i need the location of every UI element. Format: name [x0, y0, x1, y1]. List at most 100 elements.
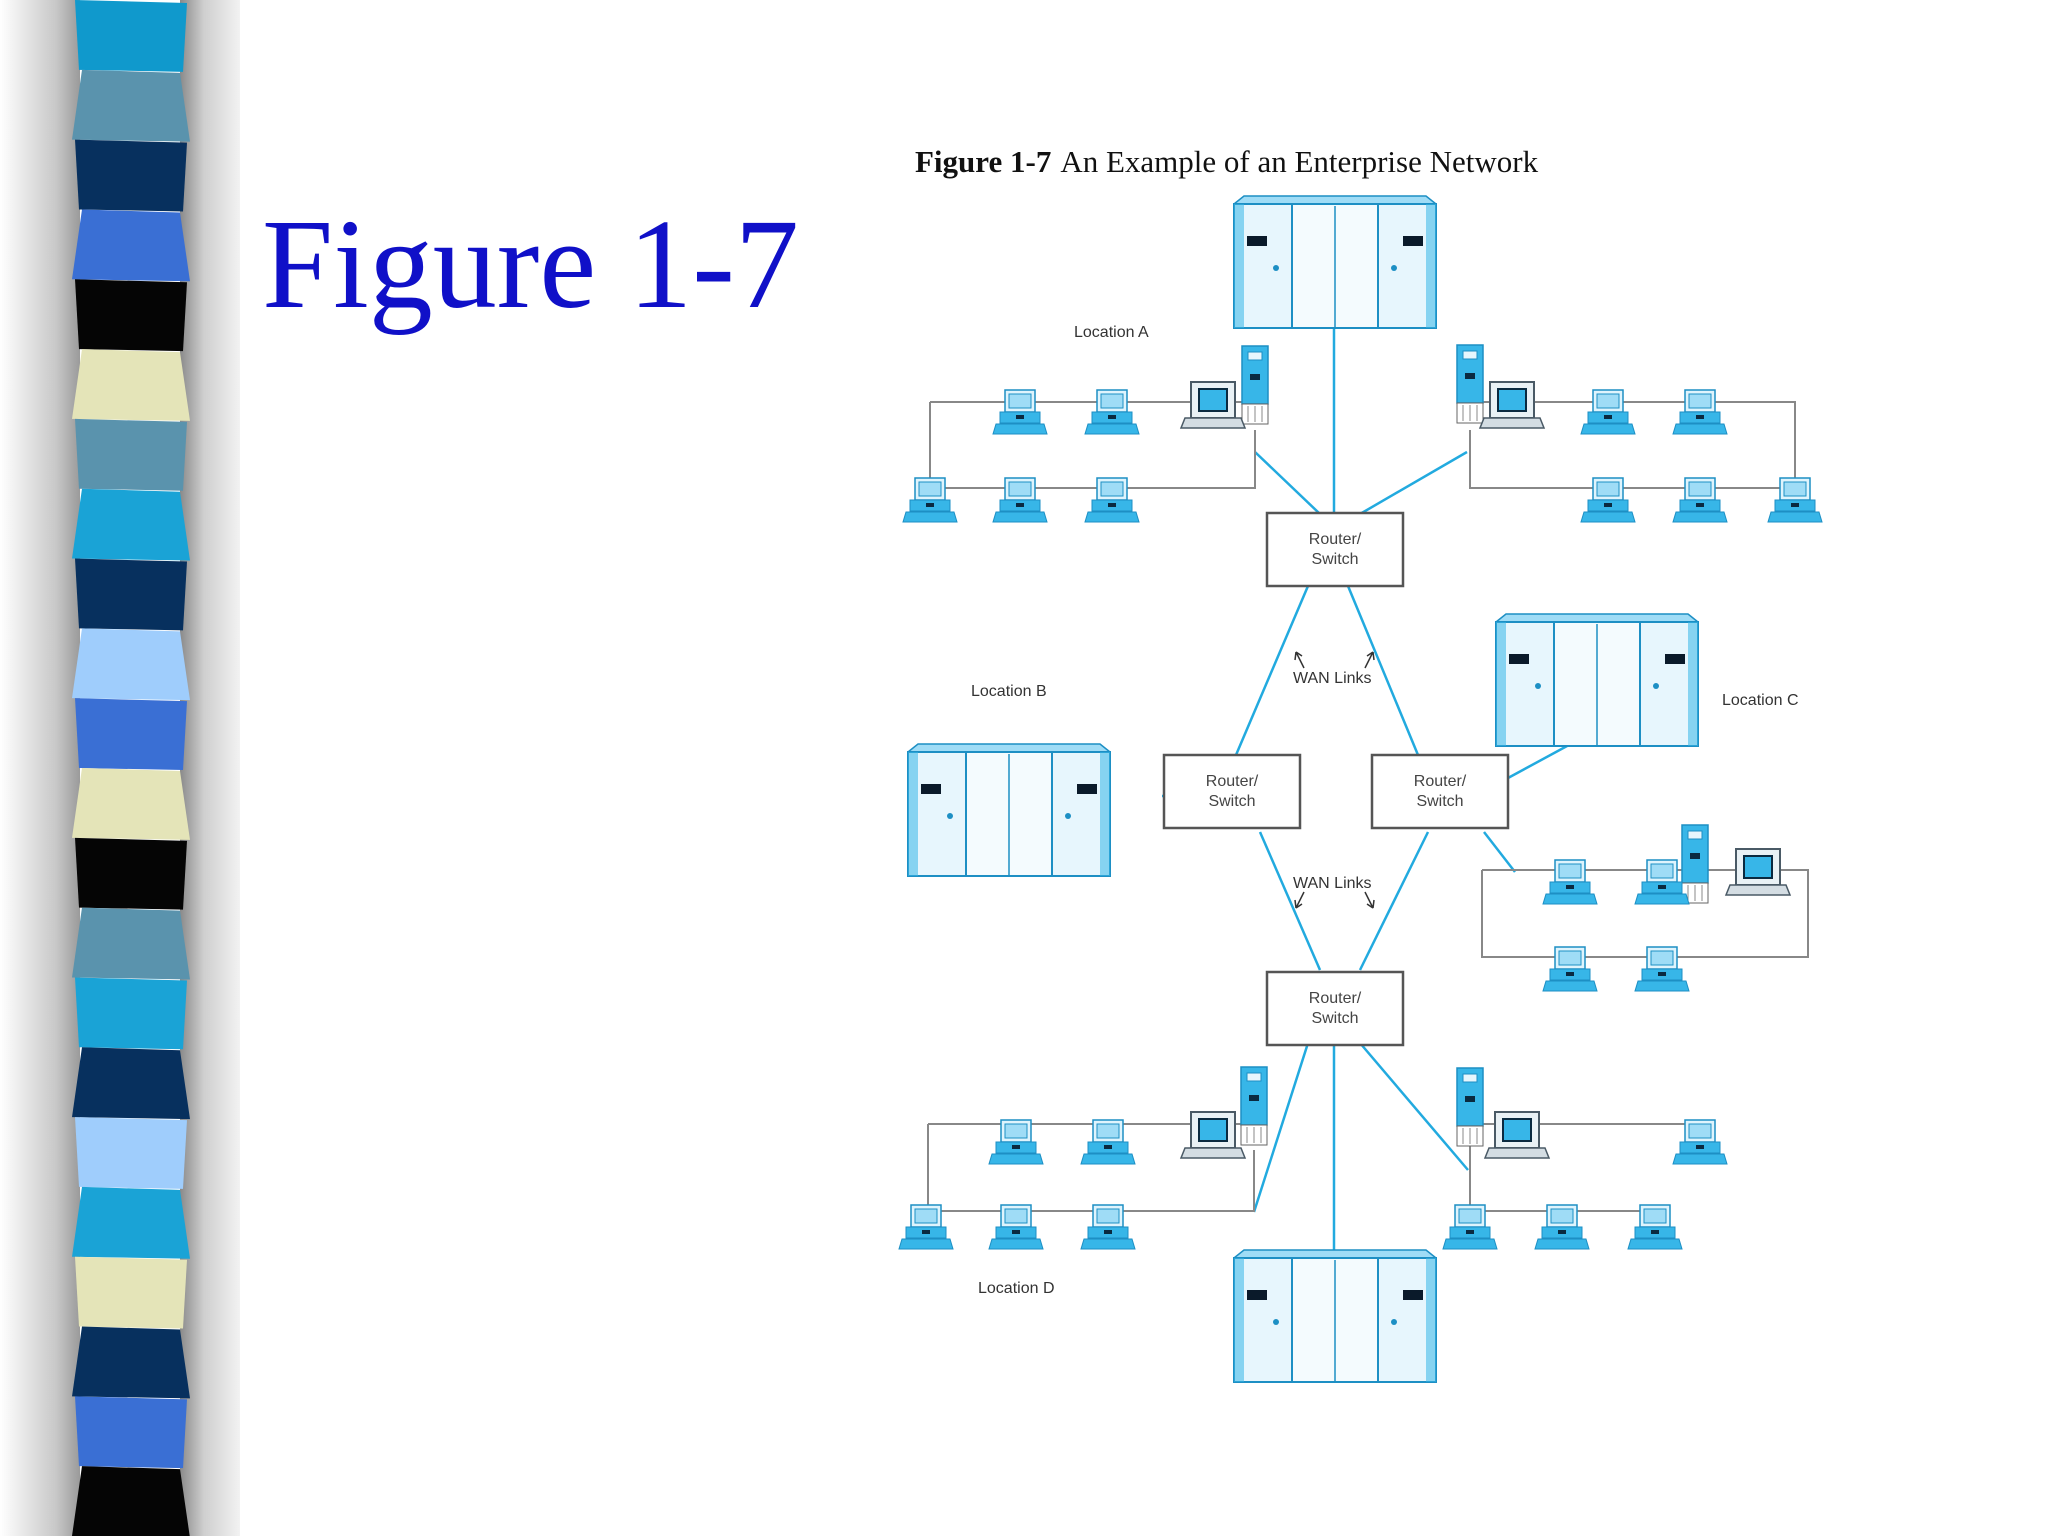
- decorative-sidebar-stripes: [0, 0, 240, 1536]
- router-box: [1162, 753, 1302, 830]
- wan-link-line: [1252, 1042, 1310, 1213]
- workstation-icon: [1084, 477, 1140, 523]
- mainframe-icon: [1495, 613, 1699, 747]
- sidebar-stripe: [72, 1186, 190, 1259]
- workstation-icon: [1580, 389, 1636, 435]
- router-label-line1: Router/: [1309, 990, 1362, 1007]
- terminal-icon: [1478, 381, 1546, 429]
- location-b-label: Location B: [971, 683, 1047, 700]
- wan-link-line: [1234, 585, 1310, 756]
- sidebar-stripe: [75, 279, 187, 352]
- terminal-icon: [1724, 848, 1792, 896]
- router-label-line1: Router/: [1414, 773, 1467, 790]
- sidebar-stripe: [72, 628, 190, 701]
- slide-title: Figure 1-7: [262, 193, 799, 335]
- terminal-icon: [1483, 1111, 1551, 1159]
- server-tower-icon: [1681, 824, 1709, 904]
- figure-caption-number: Figure 1-7: [915, 144, 1051, 179]
- workstation-icon: [988, 1204, 1044, 1250]
- router-box: [1265, 970, 1405, 1047]
- server-tower-icon: [1241, 345, 1269, 425]
- location-d-label: Location D: [978, 1280, 1055, 1297]
- router-box: [1265, 511, 1405, 588]
- wan-link-line: [1358, 831, 1430, 971]
- workstation-icon: [1542, 946, 1598, 992]
- workstation-icon: [1534, 1204, 1590, 1250]
- workstation-icon: [1634, 946, 1690, 992]
- router-label-line2: Switch: [1311, 1010, 1358, 1027]
- sidebar-stripe: [75, 1396, 187, 1469]
- sidebar-stripe: [75, 0, 187, 72]
- router-label-line1: Router/: [1206, 773, 1259, 790]
- sidebar-stripe: [75, 1256, 187, 1329]
- wan-link-line: [1359, 1042, 1469, 1171]
- terminal-icon: [1179, 1111, 1247, 1159]
- sidebar-stripe: [72, 907, 190, 980]
- sidebar-stripe: [72, 1466, 190, 1536]
- router-label-line2: Switch: [1208, 793, 1255, 810]
- workstation-icon: [1542, 859, 1598, 905]
- sidebar-stripe: [75, 139, 187, 212]
- wan-links-label-top: WAN Links: [1293, 670, 1372, 687]
- figure-caption: Figure 1-7 An Example of an Enterprise Ne…: [915, 144, 1539, 179]
- sidebar-stripe: [72, 209, 190, 282]
- workstation-icon: [988, 1119, 1044, 1165]
- sidebar-stripe: [72, 349, 190, 421]
- location-a-label: Location A: [1074, 324, 1149, 341]
- server-tower-icon: [1456, 344, 1484, 424]
- server-tower-icon: [1456, 1067, 1484, 1147]
- sidebar-stripe: [75, 698, 187, 770]
- wan-links-label-bottom: WAN Links: [1293, 875, 1372, 892]
- workstation-icon: [1672, 477, 1728, 523]
- routers: Router/SwitchRouter/SwitchRouter/SwitchR…: [1162, 511, 1510, 1047]
- workstation-icon: [1672, 389, 1728, 435]
- wan-link-line: [1258, 831, 1322, 971]
- workstation-icon: [1084, 389, 1140, 435]
- mainframe-icon: [907, 743, 1111, 877]
- router-switch: Router/Switch: [1162, 753, 1302, 830]
- workstation-icon: [992, 477, 1048, 523]
- workstation-icon: [902, 477, 958, 523]
- network-devices: [898, 195, 1823, 1383]
- workstation-icon: [1442, 1204, 1498, 1250]
- router-box: [1370, 753, 1510, 830]
- sidebar-stripe: [72, 768, 190, 840]
- sidebar-stripe: [72, 1047, 190, 1120]
- mainframe-icon: [1233, 195, 1437, 329]
- sidebar-stripe: [72, 488, 190, 561]
- router-switch: Router/Switch: [1265, 511, 1405, 588]
- workstation-icon: [1634, 859, 1690, 905]
- router-label-line2: Switch: [1416, 793, 1463, 810]
- workstation-icon: [1080, 1204, 1136, 1250]
- wan-arrows: [1294, 651, 1375, 909]
- wan-link-line: [1254, 451, 1321, 515]
- location-c-label: Location C: [1722, 692, 1799, 709]
- sidebar-stripe: [72, 69, 190, 142]
- workstation-icon: [1767, 477, 1823, 523]
- workstation-icon: [1672, 1119, 1728, 1165]
- router-label-line1: Router/: [1309, 531, 1362, 548]
- lan-cable: [929, 402, 1256, 489]
- router-label-line2: Switch: [1311, 551, 1358, 568]
- sidebar-stripe: [72, 1326, 190, 1399]
- workstation-icon: [1580, 477, 1636, 523]
- terminal-icon: [1179, 381, 1247, 429]
- sidebar-stripe: [75, 977, 187, 1050]
- sidebar-stripe: [75, 418, 187, 491]
- server-tower-icon: [1240, 1066, 1268, 1146]
- sidebar-stripe: [75, 558, 187, 631]
- wan-link-line: [1483, 831, 1516, 873]
- figure-caption-text: An Example of an Enterprise Network: [1060, 144, 1538, 179]
- sidebar-stripe: [75, 837, 187, 910]
- workstation-icon: [992, 389, 1048, 435]
- mainframe-icon: [1233, 1249, 1437, 1383]
- workstation-icon: [1627, 1204, 1683, 1250]
- router-switch: Router/Switch: [1370, 753, 1510, 830]
- workstation-icon: [1080, 1119, 1136, 1165]
- wan-link-line: [1359, 450, 1468, 516]
- workstation-icon: [898, 1204, 954, 1250]
- wan-link-line: [1346, 585, 1420, 756]
- router-switch: Router/Switch: [1265, 970, 1405, 1047]
- sidebar-stripe: [75, 1117, 187, 1189]
